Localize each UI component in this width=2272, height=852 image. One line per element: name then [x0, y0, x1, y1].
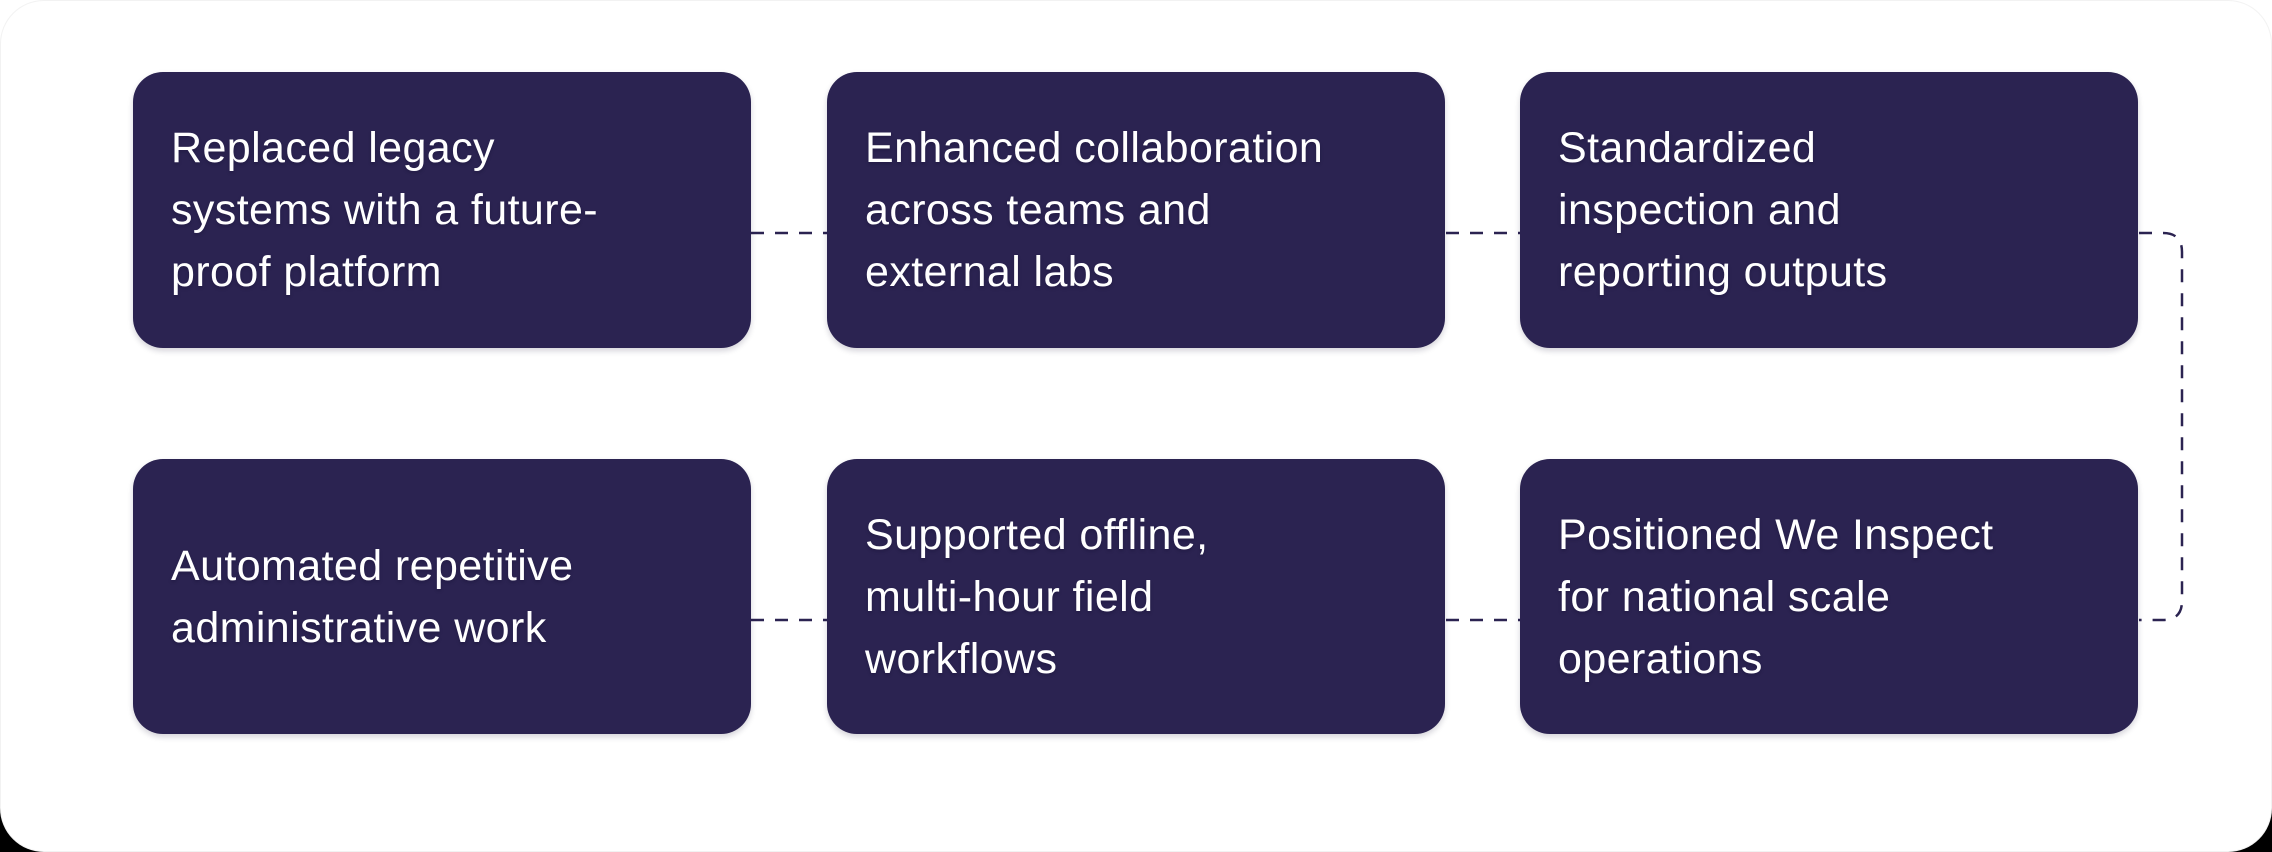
card-text-line: inspection and: [1558, 186, 1841, 234]
card-text-line: Positioned We Inspect: [1558, 510, 1994, 559]
card-text-line: systems with a future-: [171, 186, 598, 234]
card-text-line: workflows: [865, 634, 1058, 683]
card-offline-field-workflows: Supported offline, multi-hour field work…: [827, 459, 1445, 734]
card-automated-admin-work: Automated repetitive administrative work: [133, 459, 751, 734]
card-text-line: Supported offline,: [865, 510, 1209, 559]
card-text-line: Standardized: [1558, 124, 1817, 172]
card-text-line: Enhanced collaboration: [865, 124, 1324, 172]
card-standardized-outputs: Standardized inspection and reporting ou…: [1520, 72, 2138, 348]
card-text-line: administrative work: [171, 603, 547, 652]
card-text-line: Replaced legacy: [171, 124, 495, 172]
card-text-line: across teams and: [865, 186, 1211, 234]
card-enhanced-collaboration: Enhanced collaboration across teams and …: [827, 72, 1445, 348]
card-national-scale-operations: Positioned We Inspect for national scale…: [1520, 459, 2138, 734]
card-text-line: Automated repetitive: [171, 541, 574, 590]
card-text-line: proof platform: [171, 248, 442, 296]
card-text-line: reporting outputs: [1558, 248, 1888, 296]
card-text-line: operations: [1558, 634, 1763, 683]
card-text-line: external labs: [865, 248, 1115, 296]
card-replaced-legacy-systems: Replaced legacy systems with a future- p…: [133, 72, 751, 348]
card-text-line: for national scale: [1558, 572, 1891, 621]
card-text-line: multi-hour field: [865, 572, 1154, 621]
